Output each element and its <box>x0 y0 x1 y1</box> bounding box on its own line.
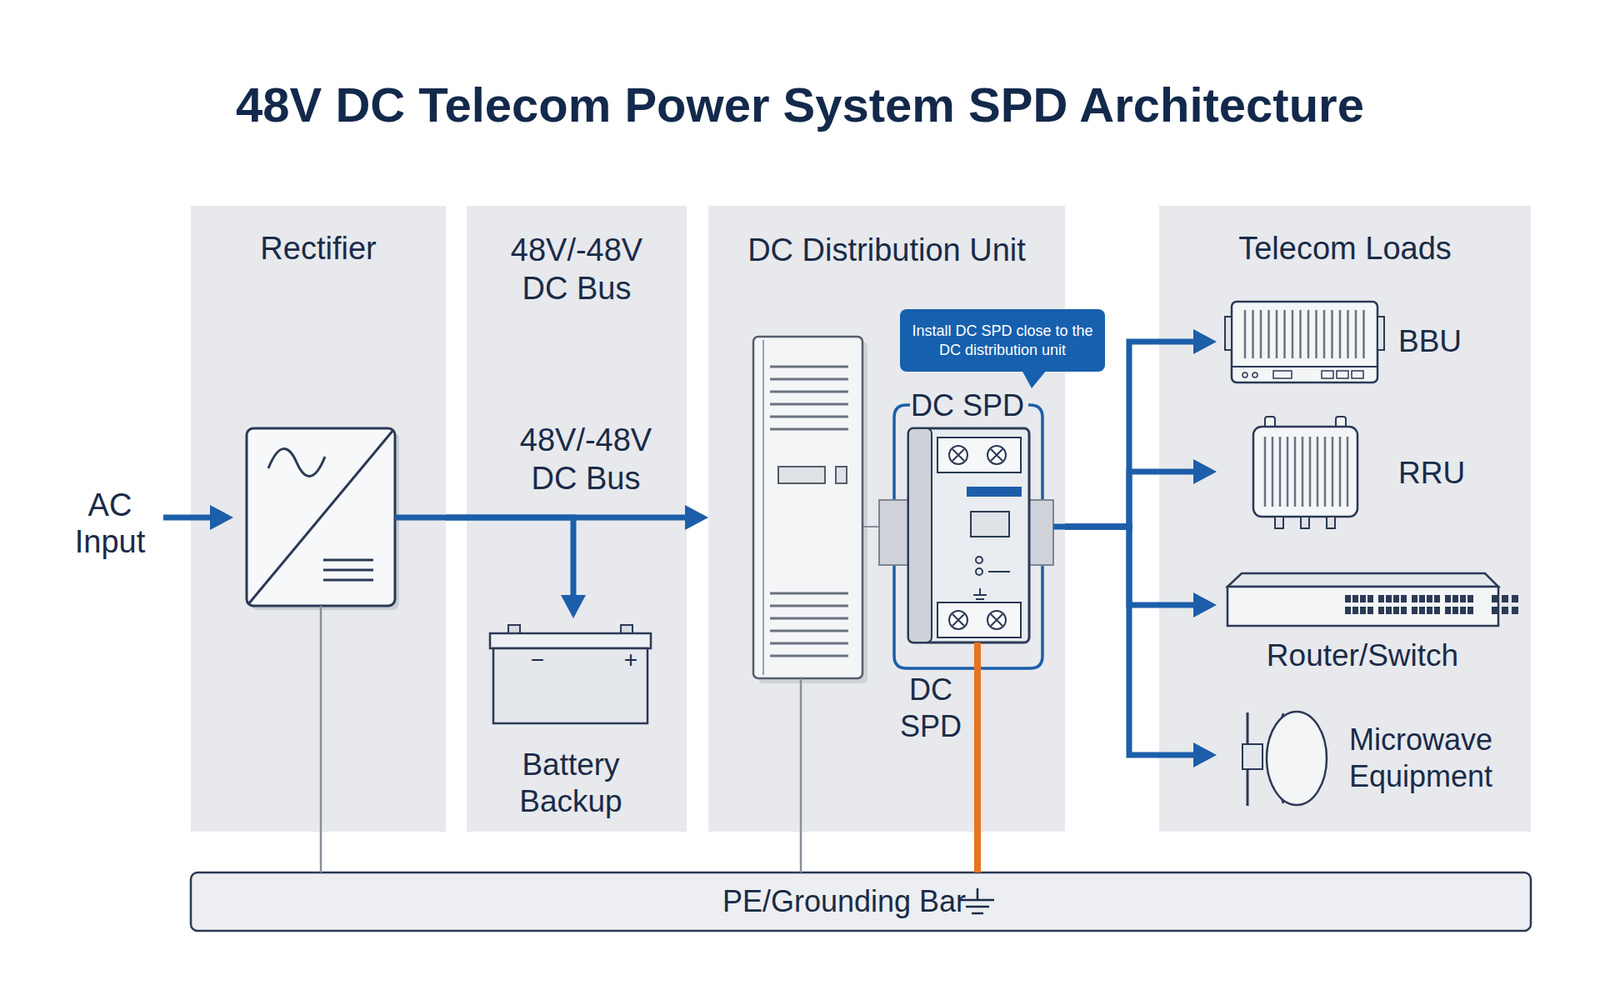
arrow-head <box>1193 459 1217 485</box>
rectifier-symbol <box>246 428 400 610</box>
node-text: PE/Grounding Bar <box>722 884 1000 920</box>
text-label: AC Input <box>60 486 160 560</box>
node-text: 48V/-48V DC Bus <box>485 230 669 308</box>
connector <box>445 517 586 619</box>
connector <box>800 831 802 873</box>
router-icon <box>1227 573 1519 626</box>
battery-symbol <box>490 625 651 724</box>
node-text: Telecom Loads <box>1238 230 1452 267</box>
dc-distribution-cabinet <box>753 336 868 684</box>
node-text: DC SPD <box>907 388 1028 424</box>
load-device: Microwave Equipment <box>1216 704 1527 813</box>
connector-line <box>445 517 574 602</box>
connector-line <box>974 668 981 873</box>
label-holder: 48V/-48V DC Bus <box>494 420 678 498</box>
text-label: + <box>618 646 644 674</box>
node-text: BBU <box>1398 324 1462 360</box>
connector-line <box>1065 341 1200 527</box>
microwave-icon <box>1242 711 1327 806</box>
connector <box>1065 526 1217 618</box>
ground-wire <box>800 678 803 833</box>
diagram-title: 48V DC Telecom Power System SPD Architec… <box>0 76 1600 133</box>
arrow-head <box>685 505 709 530</box>
ground-wire <box>320 605 323 833</box>
arrow-head <box>1193 742 1217 768</box>
arrow-head <box>1193 329 1217 355</box>
connector <box>1065 526 1217 768</box>
ground-wire <box>974 642 981 670</box>
panel: Rectifier <box>190 205 446 832</box>
text-label: − <box>525 646 550 674</box>
connector <box>977 668 979 873</box>
ac-input-arrow <box>163 505 234 530</box>
connector-line <box>1065 471 1200 527</box>
spd-bracket <box>894 405 1043 669</box>
bbu-icon <box>1225 301 1385 383</box>
connector-line <box>1065 526 1200 755</box>
connector-line <box>1065 526 1200 605</box>
label-holder: − <box>525 646 550 674</box>
load-device: Router/Switch <box>1216 566 1509 675</box>
label-holder: + <box>618 646 644 674</box>
node-text: Battery Backup <box>487 746 655 820</box>
node-text: RRU <box>1398 455 1465 491</box>
label-holder: AC Input <box>60 486 160 560</box>
ground-bar <box>190 872 1531 931</box>
panel: Telecom LoadsBBU RRU Router/SwitchMicrowav… <box>1159 205 1531 832</box>
node-text: Router/Switch <box>1266 638 1459 674</box>
node-text: Rectifier <box>260 230 376 267</box>
connector <box>1065 459 1217 527</box>
arrow-head <box>560 595 586 619</box>
node-text: Microwave Equipment <box>1349 721 1525 795</box>
ground-bar: PE/Grounding Bar <box>190 872 1531 931</box>
panel: DC Distribution UnitDC SPDDC SPD <box>708 205 1065 832</box>
node-text: Install DC SPD close to the DC distribut… <box>906 321 1099 360</box>
rru-icon <box>1253 416 1358 529</box>
connector <box>320 831 322 873</box>
bus-wire <box>395 515 447 521</box>
callout-box <box>900 309 1105 389</box>
bus-wire <box>1053 524 1066 530</box>
panel-backgrounds <box>190 205 1531 832</box>
connector-line <box>800 831 803 873</box>
node-text: DC Distribution Unit <box>747 230 1026 270</box>
load-device: BBU <box>1216 295 1484 388</box>
node-text: DC SPD <box>893 671 969 745</box>
panel: 48V/-48V DC BusBattery Backup <box>466 205 687 832</box>
arrow-head <box>1193 592 1217 618</box>
spd-group: DC SPDDC SPD <box>883 388 1052 669</box>
spd-device <box>879 428 1054 643</box>
load-device: RRU <box>1216 408 1484 538</box>
text-label: 48V/-48V DC Bus <box>494 420 678 498</box>
connector-line <box>320 831 323 873</box>
callout: Install DC SPD close to the DC distribut… <box>900 309 1105 372</box>
connector <box>1065 329 1217 527</box>
